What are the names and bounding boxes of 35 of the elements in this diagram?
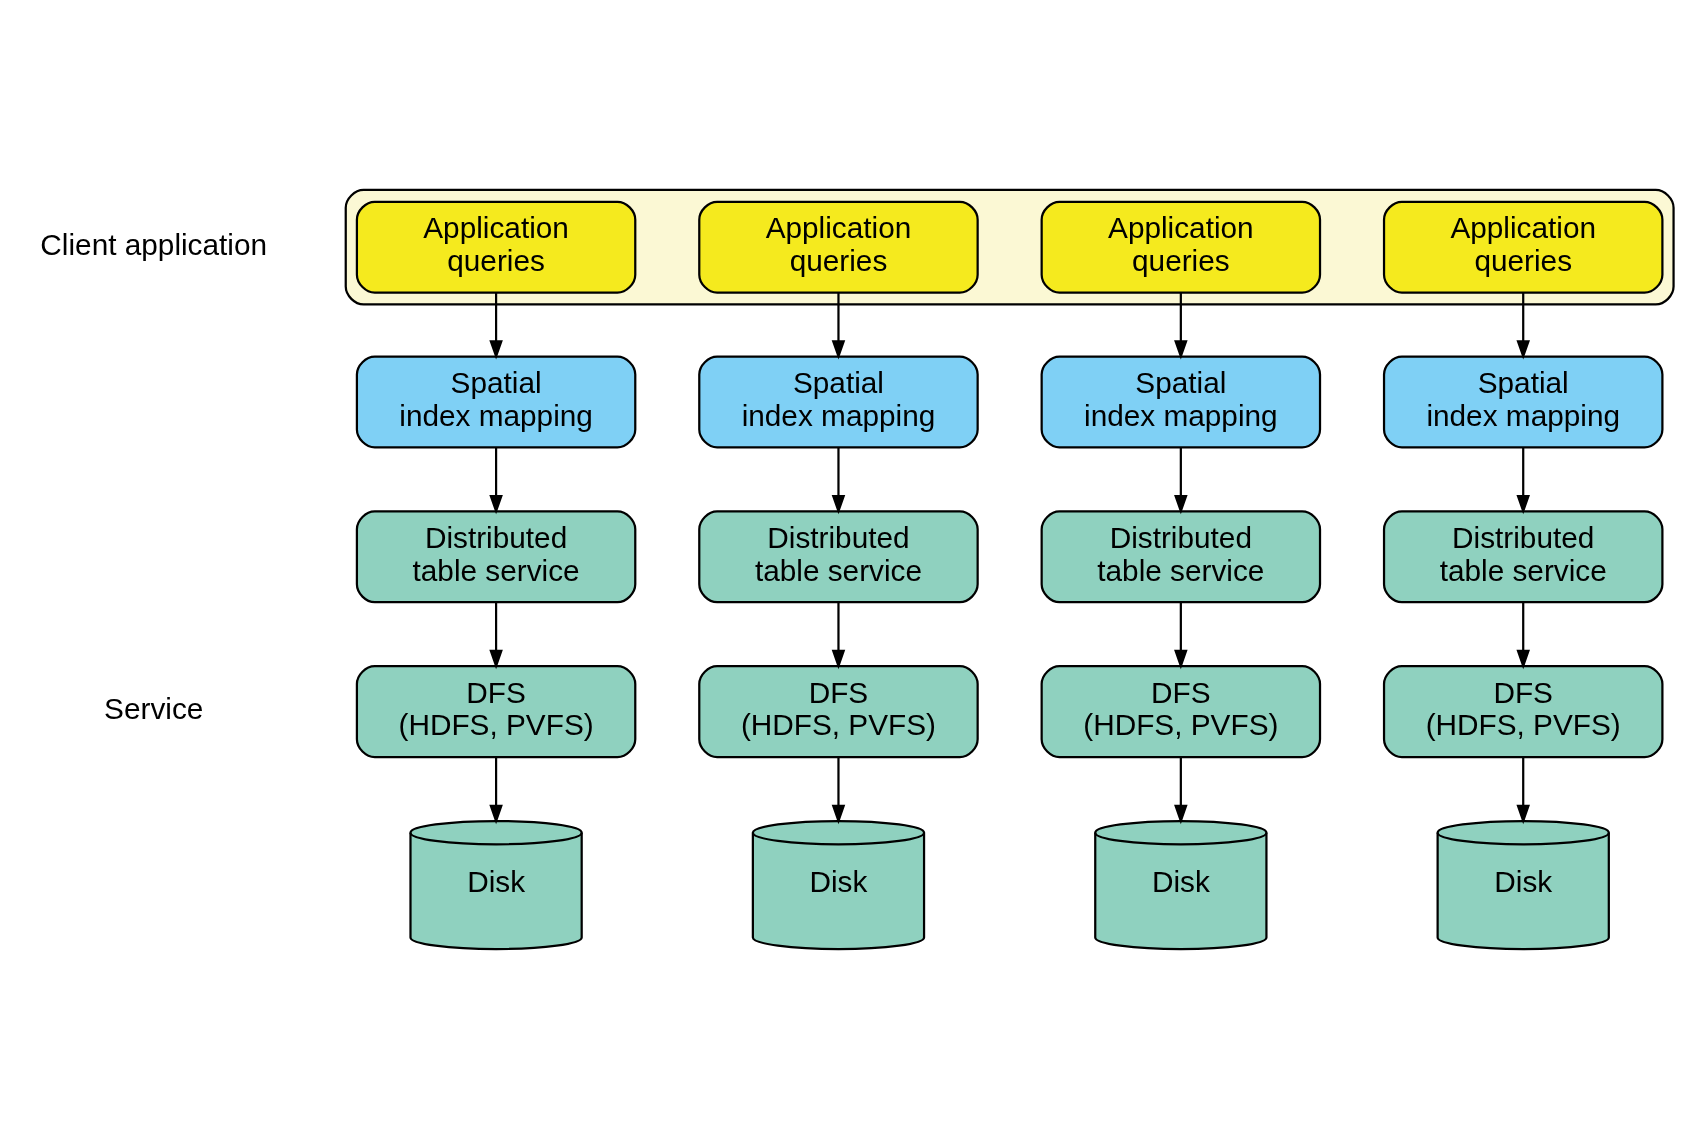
arrow	[489, 756, 503, 824]
arrow	[1174, 601, 1188, 669]
node-box: Application queries	[698, 200, 979, 294]
arrow	[831, 601, 846, 669]
node-box: Application queries	[355, 200, 637, 294]
arrow	[831, 756, 846, 824]
arrow	[1516, 756, 1530, 824]
arrow	[489, 446, 503, 514]
arrow	[1174, 292, 1188, 360]
node-box: Application queries	[1382, 200, 1664, 294]
node-box: Distributed table service	[698, 509, 979, 603]
node-box: Distributed table service	[355, 509, 637, 603]
label: Service	[104, 691, 204, 725]
node-box: Spatial index mapping	[1382, 354, 1664, 448]
node-box: Spatial index mapping	[355, 354, 637, 448]
node-box: Distributed table service	[1382, 509, 1664, 603]
node-box: Application queries	[1040, 200, 1322, 294]
node-box: DFS (HDFS, PVFS)	[1040, 664, 1322, 758]
arrow	[1516, 601, 1530, 669]
node-box: DFS (HDFS, PVFS)	[698, 664, 979, 758]
arrow	[1174, 756, 1188, 824]
node-box: Distributed table service	[1040, 509, 1322, 603]
node-box: DFS (HDFS, PVFS)	[1382, 664, 1664, 758]
arrow	[489, 601, 503, 669]
arrow	[1516, 446, 1530, 514]
arrow	[1516, 292, 1530, 360]
label: Client application	[40, 227, 268, 261]
arrow	[831, 292, 846, 360]
cluster	[344, 188, 1675, 306]
arrow	[489, 292, 503, 360]
arrow	[1174, 446, 1188, 514]
node-box: Spatial index mapping	[698, 354, 979, 448]
node-box: Spatial index mapping	[1040, 354, 1322, 448]
node-box: DFS (HDFS, PVFS)	[355, 664, 637, 758]
arrow	[831, 446, 846, 514]
